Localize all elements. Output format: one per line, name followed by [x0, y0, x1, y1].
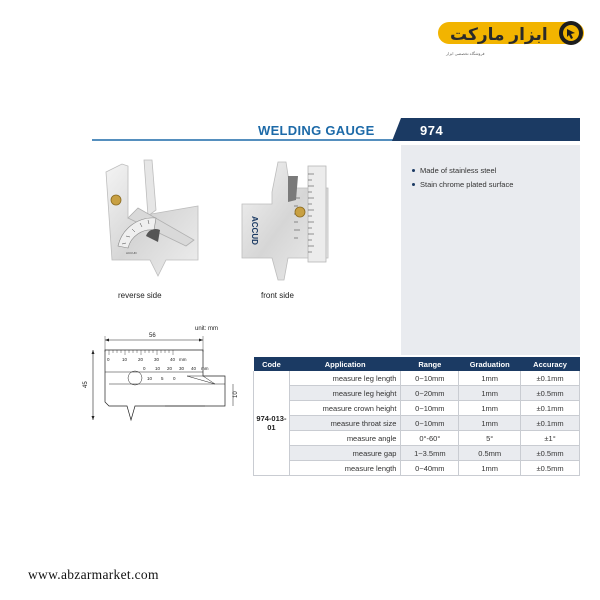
table-row: measure length 0~40mm 1mm ±0.5mm: [254, 460, 580, 476]
feature-item: Stain chrome plated surface: [412, 180, 513, 189]
svg-text:5: 5: [161, 376, 164, 381]
code-tab: [392, 118, 580, 141]
table-row: measure leg height 0~20mm 1mm ±0.5mm: [254, 385, 580, 401]
svg-text:40: 40: [170, 357, 176, 362]
svg-text:20: 20: [138, 357, 144, 362]
website-link[interactable]: www.abzarmarket.com: [28, 567, 159, 582]
product-code-title: 974: [420, 123, 444, 138]
header-code: Code: [253, 357, 290, 371]
svg-text:mm: mm: [201, 366, 209, 371]
dim-height: 45: [83, 381, 89, 388]
reverse-side-image: ACCUD: [105, 159, 199, 277]
dim-width: 56: [149, 333, 156, 339]
brand-logo: [438, 21, 584, 45]
knob-icon: [110, 194, 122, 206]
front-side-caption: front side: [261, 291, 294, 300]
svg-text:10: 10: [122, 357, 128, 362]
table-row: measure gap 1~3.5mm 0.5mm ±0.5mm: [254, 445, 580, 461]
table-header-row: Code Application Range Graduation Accura…: [253, 357, 580, 371]
svg-text:10: 10: [147, 376, 153, 381]
svg-text:30: 30: [179, 366, 185, 371]
header-accuracy: Accuracy: [520, 357, 580, 371]
table-row: measure angle 0°-60° 5° ±1°: [254, 430, 580, 446]
dim-right: 10: [233, 391, 239, 398]
bullet-icon: [412, 182, 415, 186]
unit-label: unit: mm: [195, 326, 218, 332]
svg-text:10: 10: [155, 366, 161, 371]
bullet-icon: [412, 168, 415, 172]
knob-icon: [294, 206, 306, 218]
logo-pill: [438, 22, 584, 44]
table-row: measure throat size 0~10mm 1mm ±0.1mm: [254, 415, 580, 431]
product-code-cell: 974-013-01: [253, 371, 290, 476]
logo-text: ابزار مارکت: [450, 25, 548, 44]
header-application: Application: [289, 357, 401, 371]
table-row: measure crown height 0~10mm 1mm ±0.1mm: [254, 400, 580, 416]
svg-text:30: 30: [154, 357, 160, 362]
features-panel: [401, 145, 580, 355]
svg-text:20: 20: [167, 366, 173, 371]
brand-mark: ACCUD: [250, 216, 259, 245]
svg-text:0: 0: [143, 366, 146, 371]
dimension-drawing: unit: mm 56 45 10 0 10 20 30 40 mm 0 10 …: [83, 326, 239, 422]
reverse-side-caption: reverse side: [118, 291, 162, 300]
front-side-image: ACCUD: [241, 161, 329, 281]
header-graduation: Graduation: [458, 357, 521, 371]
svg-text:mm: mm: [179, 357, 187, 362]
header-bar: [92, 118, 580, 141]
svg-text:0: 0: [173, 376, 176, 381]
logo-tagline: فروشگاه تخصصی ابزار: [446, 51, 485, 56]
header-range: Range: [400, 357, 459, 371]
spec-table: Code Application Range Graduation Accura…: [253, 357, 580, 476]
svg-text:40: 40: [191, 366, 197, 371]
svg-text:0: 0: [107, 357, 110, 362]
page-title: WELDING GAUGE: [258, 123, 375, 138]
table-row: 974-013-01 measure leg length 0~10mm 1mm…: [253, 371, 580, 476]
svg-text:ACCUD: ACCUD: [126, 251, 138, 255]
feature-item: Made of stainless steel: [412, 166, 496, 175]
